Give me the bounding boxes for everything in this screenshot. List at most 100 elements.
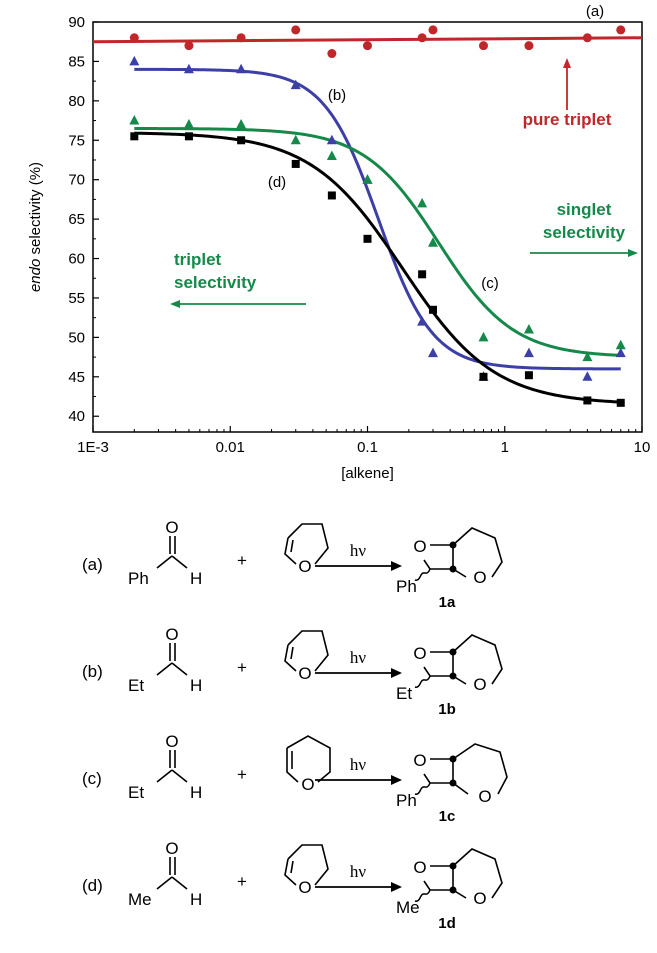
oxetane-oxygen: O xyxy=(413,751,426,770)
product-ring-oxygen: O xyxy=(473,568,486,587)
data-point xyxy=(418,270,427,279)
singlet-label-2: selectivity xyxy=(543,223,626,242)
bond xyxy=(290,860,294,874)
data-point xyxy=(615,347,626,358)
data-point xyxy=(428,25,438,35)
data-point xyxy=(615,339,626,350)
scheme-tag: (c) xyxy=(82,769,102,788)
fit-curve-1 xyxy=(134,67,621,371)
series-label: (c) xyxy=(481,275,499,292)
triplet-label-2: selectivity xyxy=(174,273,257,292)
oxetane-oxygen: O xyxy=(413,644,426,663)
aldehyde-substituent: Ph xyxy=(128,569,149,588)
data-point xyxy=(582,33,592,43)
data-point xyxy=(236,63,247,74)
product-ring-oxygen: O xyxy=(473,675,486,694)
pure-triplet-arrowhead xyxy=(563,58,571,68)
x-tick-label: 0.01 xyxy=(216,439,245,456)
y-tick-label: 90 xyxy=(68,14,85,31)
series-label: (b) xyxy=(328,87,346,104)
fit-curve-2 xyxy=(134,127,621,357)
ring-oxygen: O xyxy=(298,557,311,576)
data-point xyxy=(427,237,438,247)
fit-curve-0 xyxy=(92,36,643,44)
ring-bond xyxy=(284,858,297,886)
bond xyxy=(171,662,188,676)
y-tick-label: 60 xyxy=(68,251,85,268)
bond xyxy=(171,769,188,783)
plus-sign: + xyxy=(237,658,247,677)
data-point xyxy=(326,134,337,145)
data-point xyxy=(236,33,246,43)
y-tick-label: 75 xyxy=(68,132,85,149)
data-point xyxy=(290,79,301,90)
reaction-arrowhead xyxy=(391,882,402,892)
data-point xyxy=(616,25,626,35)
series-label: (d) xyxy=(268,174,286,191)
scheme-tag: (a) xyxy=(82,555,103,574)
ring-oxygen: O xyxy=(298,878,311,897)
data-point xyxy=(428,305,437,314)
singlet-label-1: singlet xyxy=(557,200,612,219)
pure-triplet-label: pure triplet xyxy=(523,110,612,129)
data-point xyxy=(523,347,534,358)
y-axis-label-rest: selectivity (%) xyxy=(27,162,44,259)
oxetane-oxygen: O xyxy=(413,858,426,877)
data-point xyxy=(478,331,489,342)
data-point xyxy=(184,41,194,51)
oxetane-ring xyxy=(423,544,454,570)
product-label: 1c xyxy=(439,808,456,825)
product-substituent: Et xyxy=(396,684,412,703)
bond xyxy=(156,876,173,890)
y-tick-label: 45 xyxy=(68,369,85,386)
data-point xyxy=(363,234,372,243)
data-point xyxy=(363,41,372,51)
fused-ring xyxy=(452,527,503,578)
data-point xyxy=(129,33,139,43)
carbonyl-oxygen: O xyxy=(165,520,178,537)
data-point xyxy=(184,132,193,141)
product-substituent: Ph xyxy=(396,577,417,596)
plus-sign: + xyxy=(237,765,247,784)
data-point xyxy=(523,324,534,334)
bond xyxy=(452,782,469,795)
hv-label: hν xyxy=(350,862,367,881)
bond xyxy=(290,539,294,553)
wavy-bond xyxy=(414,889,431,902)
reaction-arrowhead xyxy=(391,668,402,678)
bond xyxy=(171,876,188,890)
triplet-arrowhead xyxy=(170,300,180,308)
data-point xyxy=(183,119,194,129)
bond xyxy=(452,675,467,685)
bond xyxy=(156,769,173,783)
data-point xyxy=(291,159,300,168)
carbonyl-oxygen: O xyxy=(165,732,178,751)
data-point xyxy=(582,371,593,381)
aldehyde-h: H xyxy=(190,676,202,695)
series-label: (a) xyxy=(586,3,604,20)
bond xyxy=(156,662,173,676)
data-point xyxy=(291,25,301,35)
data-point xyxy=(326,150,337,161)
oxetane-oxygen: O xyxy=(413,537,426,556)
bond xyxy=(452,889,467,899)
product-ring-oxygen: O xyxy=(478,787,491,806)
triplet-label-1: triplet xyxy=(174,250,222,269)
data-point xyxy=(237,136,246,145)
bond xyxy=(290,646,294,660)
aldehyde-h: H xyxy=(190,890,202,909)
plus-sign: + xyxy=(237,872,247,891)
scheme-tag: (d) xyxy=(82,876,103,895)
hv-label: hν xyxy=(350,648,367,667)
x-axis-label: [alkene] xyxy=(341,465,394,482)
data-point xyxy=(478,41,488,51)
wavy-bond xyxy=(414,568,431,581)
bond xyxy=(452,568,467,578)
product-substituent: Ph xyxy=(396,791,417,810)
ring-bond xyxy=(287,844,329,886)
bond xyxy=(156,555,173,569)
x-tick-label: 0.1 xyxy=(357,439,378,456)
